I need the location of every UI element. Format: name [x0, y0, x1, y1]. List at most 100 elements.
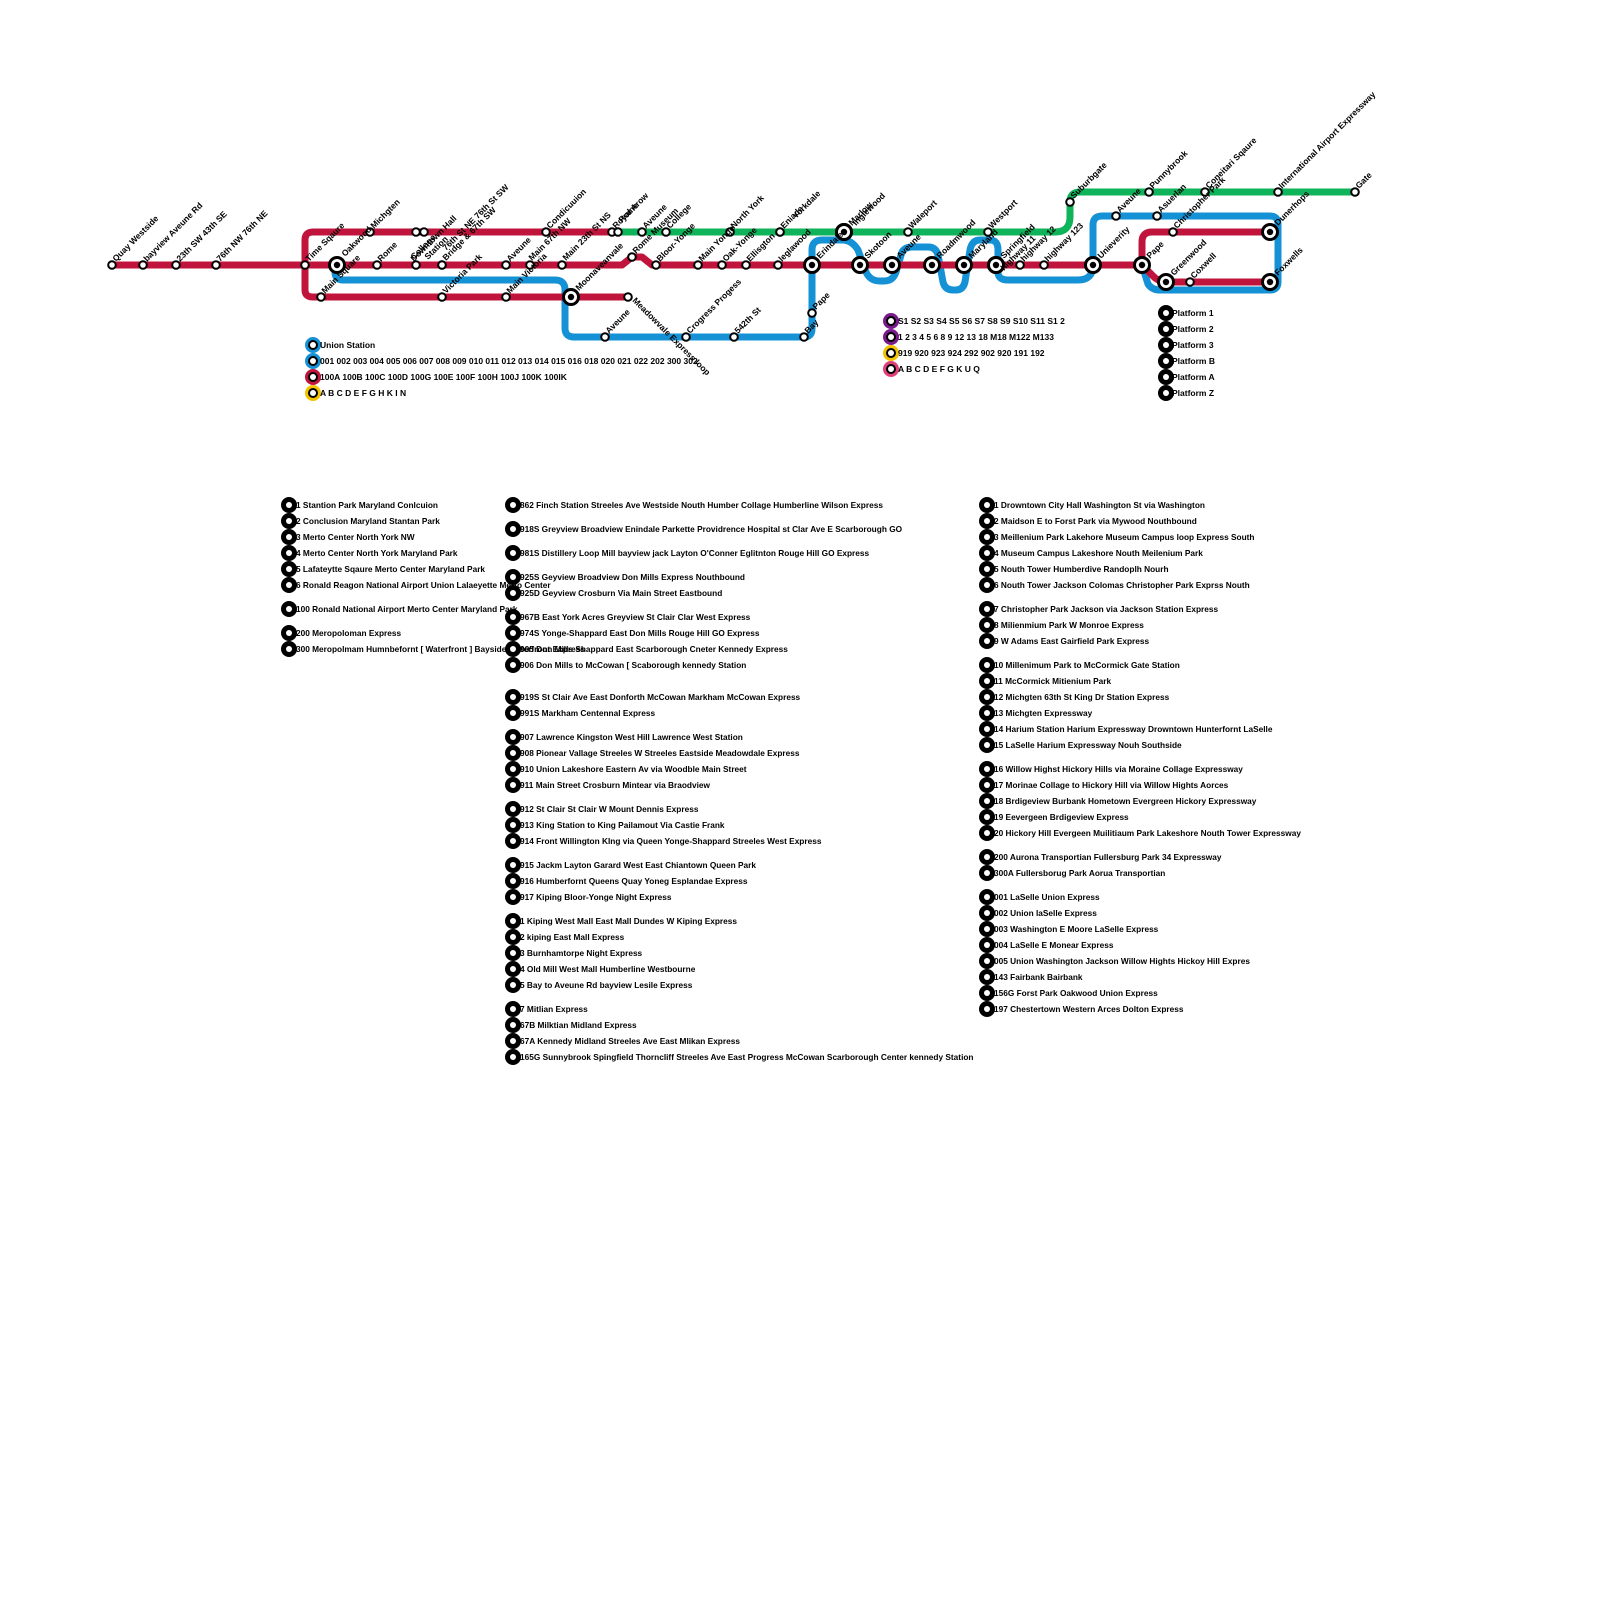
route-row[interactable]: 67B Milktian Midland Express	[505, 1017, 637, 1033]
route-row[interactable]: 9 W Adams East Gairfield Park Express	[979, 633, 1149, 649]
station-29[interactable]	[773, 260, 783, 270]
route-row[interactable]: 917 Kiping Bloor-Yonge Night Express	[505, 889, 672, 905]
route-row[interactable]: 4 Merto Center North York Maryland Park	[281, 545, 458, 561]
route-row[interactable]: 6 Nouth Tower Jackson Colomas Christophe…	[979, 577, 1250, 593]
route-row[interactable]: 19 Eevergeen Brdigeview Express	[979, 809, 1129, 825]
station-6[interactable]	[365, 227, 375, 237]
route-row[interactable]: 16 Willow Highst Hickory Hills via Morai…	[979, 761, 1243, 777]
route-row[interactable]: 100 Ronald National Airport Merto Center…	[281, 601, 518, 617]
route-row[interactable]: 925D Geyview Crosburn Via Main Street Ea…	[505, 585, 722, 601]
route-row[interactable]: 200 Meropoloman Express	[281, 625, 402, 641]
station-64[interactable]	[729, 332, 739, 342]
station-26[interactable]	[741, 260, 751, 270]
route-row[interactable]: 10 Millenimum Park to McCormick Gate Sta…	[979, 657, 1180, 673]
station-0[interactable]	[107, 260, 117, 270]
station-15[interactable]	[525, 260, 535, 270]
station-61[interactable]	[623, 292, 633, 302]
station-5[interactable]	[328, 256, 346, 274]
route-row[interactable]: 8 Milienmium Park W Monroe Express	[979, 617, 1144, 633]
station-50[interactable]	[1273, 187, 1283, 197]
route-row[interactable]: 4 Museum Campus Lakeshore Nouth Meileniu…	[979, 545, 1203, 561]
route-row[interactable]: 862 Finch Station Streeles Ave Westside …	[505, 497, 883, 513]
route-row[interactable]: 906 Don Mills to McCowan [ Scaborough ke…	[505, 657, 746, 673]
route-row[interactable]: 1 Kiping West Mall East Mall Dundes W Ki…	[505, 913, 737, 929]
route-row[interactable]: 5 Lafateytte Sqaure Merto Center Marylan…	[281, 561, 485, 577]
station-36[interactable]	[923, 256, 941, 274]
route-row[interactable]: 2 Maidson E to Forst Park via Mywood Nou…	[979, 513, 1197, 529]
route-row[interactable]: 1 Stantion Park Maryland Conlcuion	[281, 497, 438, 513]
route-row[interactable]: 2 Conclusion Maryland Stantan Park	[281, 513, 440, 529]
station-52[interactable]	[1133, 256, 1151, 274]
route-row[interactable]: 3 Burnhamtorpe Night Express	[505, 945, 643, 961]
station-22[interactable]	[651, 260, 661, 270]
station-42[interactable]	[1039, 260, 1049, 270]
station-65[interactable]	[799, 332, 809, 342]
route-row[interactable]: 5 Nouth Tower Humberdive Randoplh Nourh	[979, 561, 1169, 577]
station-24[interactable]	[693, 260, 703, 270]
route-row[interactable]: 197 Chestertown Western Arces Dolton Exp…	[979, 1001, 1184, 1017]
station-40[interactable]	[987, 256, 1005, 274]
route-row[interactable]: 18 Brdigeview Burbank Hometown Evergreen…	[979, 793, 1257, 809]
station-34[interactable]	[883, 256, 901, 274]
station-9[interactable]	[411, 227, 421, 237]
station-2[interactable]	[171, 260, 181, 270]
route-row[interactable]: 143 Fairbank Bairbank	[979, 969, 1083, 985]
station-14[interactable]	[541, 227, 551, 237]
route-row[interactable]: 908 Pionear Vallage Streeles W Streeles …	[505, 745, 800, 761]
route-row[interactable]: 912 St Clair St Clair W Mount Dennis Exp…	[505, 801, 699, 817]
route-row[interactable]: 1 Drowntown City Hall Washington St via …	[979, 497, 1205, 513]
route-row[interactable]: 981S Distillery Loop Mill bayview jack L…	[505, 545, 870, 561]
route-row[interactable]: 005 Union Washington Jackson Willow High…	[979, 953, 1250, 969]
route-row[interactable]: 916 Humberfornt Queens Quay Yoneg Esplan…	[505, 873, 748, 889]
station-1[interactable]	[138, 260, 148, 270]
station-43[interactable]	[1084, 256, 1102, 274]
station-30[interactable]	[803, 256, 821, 274]
station-38[interactable]	[983, 227, 993, 237]
route-row[interactable]: 974S Yonge-Shappard East Don Mills Rouge…	[505, 625, 760, 641]
route-row[interactable]: 20 Hickory Hill Evergeen Muilitiaum Park…	[979, 825, 1301, 841]
route-row[interactable]: 913 King Station to King Pailamout Via C…	[505, 817, 725, 833]
station-21[interactable]	[661, 227, 671, 237]
route-row[interactable]: 918S Greyview Broadview Enindale Parkett…	[505, 521, 903, 537]
station-63[interactable]	[681, 332, 691, 342]
route-row[interactable]: 6 Ronald Reagon National Airport Union L…	[281, 577, 551, 593]
route-row[interactable]: 002 Union laSelle Express	[979, 905, 1097, 921]
station-66[interactable]	[807, 308, 817, 318]
station-13[interactable]	[501, 260, 511, 270]
station-8[interactable]	[411, 260, 421, 270]
route-row[interactable]: 003 Washington E Moore LaSelle Express	[979, 921, 1159, 937]
route-row[interactable]: 12 Michgten 63th St King Dr Station Expr…	[979, 689, 1170, 705]
route-row[interactable]: 907 Lawrence Kingston West Hill Lawrence…	[505, 729, 743, 745]
route-row[interactable]: 5 Bay to Aveune Rd bayview Lesile Expres…	[505, 977, 693, 993]
station-41[interactable]	[1015, 260, 1025, 270]
route-row[interactable]: 911 Main Street Crosburn Mintear via Bra…	[505, 777, 711, 793]
route-row[interactable]: 925S Geyview Broadview Don Mills Express…	[505, 569, 745, 585]
station-32[interactable]	[835, 223, 853, 241]
station-35[interactable]	[903, 227, 913, 237]
station-54[interactable]	[1185, 277, 1195, 287]
station-58[interactable]	[437, 292, 447, 302]
station-33[interactable]	[851, 256, 869, 274]
route-row[interactable]: 991S Markham Centennal Express	[505, 705, 656, 721]
station-20[interactable]	[627, 252, 637, 262]
route-row[interactable]: 001 LaSelle Union Express	[979, 889, 1100, 905]
station-49[interactable]	[1200, 187, 1210, 197]
station-45[interactable]	[1111, 211, 1121, 221]
route-row[interactable]: 914 Front Willington KIng via Queen Yong…	[505, 833, 822, 849]
route-row[interactable]: 3 Merto Center North York NW	[281, 529, 415, 545]
station-62[interactable]	[600, 332, 610, 342]
route-row[interactable]: 14 Harium Station Harium Expressway Drow…	[979, 721, 1273, 737]
station-12[interactable]	[437, 260, 447, 270]
station-53[interactable]	[1157, 273, 1175, 291]
station-48[interactable]	[1168, 227, 1178, 237]
station-3[interactable]	[211, 260, 221, 270]
route-row[interactable]: 967B East York Acres Greyview St Clair C…	[505, 609, 751, 625]
route-row[interactable]: 3 Meillenium Park Lakehore Museum Campus…	[979, 529, 1255, 545]
station-60[interactable]	[562, 288, 580, 306]
station-47[interactable]	[1152, 211, 1162, 221]
station-55[interactable]	[1261, 223, 1279, 241]
station-51[interactable]	[1350, 187, 1360, 197]
route-row[interactable]: 2 kiping East Mall Express	[505, 929, 625, 945]
route-row[interactable]: 17 Morinae Collage to Hickory Hill via W…	[979, 777, 1229, 793]
station-16[interactable]	[557, 260, 567, 270]
